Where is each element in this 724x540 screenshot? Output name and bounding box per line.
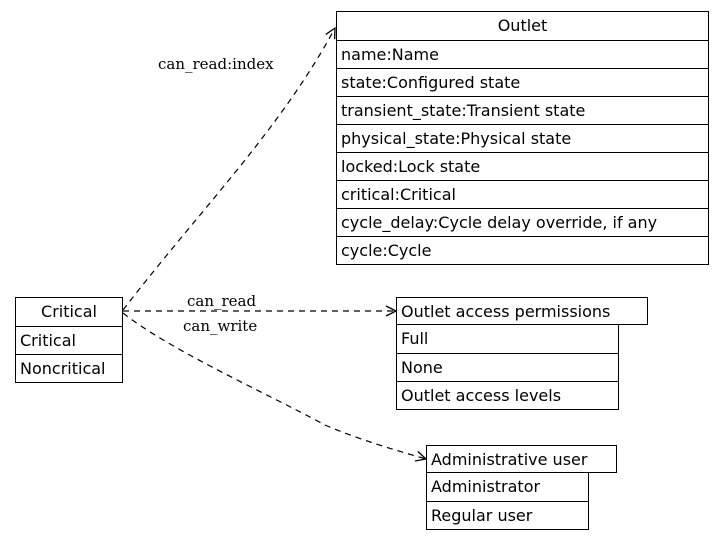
edge-critical-to-outlet [122, 28, 335, 311]
edge-label-can-read-index: can_read:index [158, 55, 274, 73]
critical-value-noncritical: Noncritical [16, 354, 122, 382]
admin-user-value-administrator: Administrator [431, 477, 541, 496]
critical-value-critical: Critical [16, 326, 122, 354]
permissions-value-none: None [397, 353, 618, 381]
outlet-field-cycle-delay: cycle_delay:Cycle delay override, if any [337, 208, 708, 236]
outlet-field-critical: critical:Critical [337, 180, 708, 208]
edge-critical-to-admin-user [122, 312, 426, 459]
admin-user-value-regular: Regular user [427, 501, 588, 529]
permissions-value-full: Full [401, 329, 429, 348]
edge-label-can-read: can_read [187, 292, 256, 310]
outlet-title: Outlet [497, 16, 548, 35]
critical-entity[interactable]: Critical Critical Noncritical [15, 297, 123, 383]
outlet-field-state: state:Configured state [337, 68, 708, 96]
outlet-field-physical-state: physical_state:Physical state [337, 124, 708, 152]
outlet-field-cycle: cycle:Cycle [337, 236, 708, 264]
critical-title: Critical [41, 302, 97, 321]
permissions-entity[interactable]: Outlet access permissions Full None Outl… [396, 297, 648, 410]
permissions-title: Outlet access permissions [396, 297, 648, 325]
edge-label-can-write: can_write [183, 317, 257, 335]
outlet-field-name: name:Name [337, 40, 708, 68]
admin-user-title: Administrative user [426, 445, 617, 473]
outlet-entity[interactable]: Outlet name:Name state:Configured state … [336, 11, 709, 265]
permissions-value-levels: Outlet access levels [397, 381, 618, 409]
outlet-field-transient-state: transient_state:Transient state [337, 96, 708, 124]
admin-user-entity[interactable]: Administrative user Administrator Regula… [426, 445, 617, 530]
outlet-field-locked: locked:Lock state [337, 152, 708, 180]
